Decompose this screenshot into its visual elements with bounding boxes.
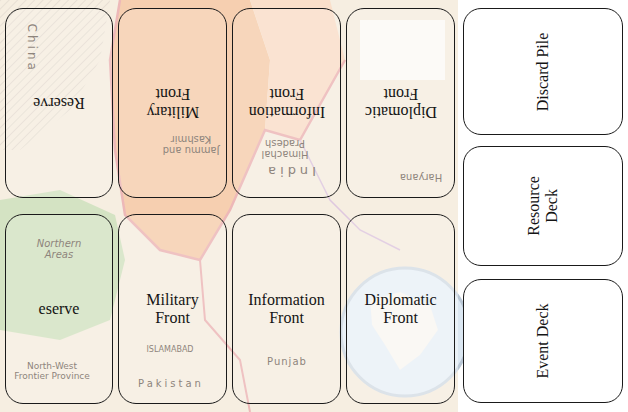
- card-slot: Event Deck: [463, 279, 623, 403]
- card-slot-label: Military Front: [128, 85, 218, 121]
- card-slot: eserve: [5, 214, 113, 404]
- card-slot-label: Diplomatic Front: [355, 85, 447, 121]
- fade-overlay: [0, 0, 458, 412]
- card-slot: Information Front: [232, 8, 341, 198]
- card-slot: Discard Pile: [463, 8, 623, 135]
- map-ground: [0, 0, 458, 412]
- card-slot-label: Information Front: [241, 85, 333, 121]
- card-slot: Reserve: [5, 8, 113, 198]
- card-slot: Military Front: [118, 8, 227, 198]
- card-slot: Resource Deck: [463, 146, 623, 266]
- card-slot-label: Diplomatic Front: [355, 291, 447, 327]
- card-slot: Information Front: [232, 214, 341, 404]
- card-slot-label: Military Front: [128, 291, 218, 327]
- card-slot-label: Discard Pile: [534, 24, 552, 120]
- card-slot-label: Event Deck: [534, 293, 552, 389]
- card-slot-label: Reserve: [14, 94, 104, 112]
- card-slot-label: Information Front: [241, 291, 333, 327]
- card-slot-label: eserve: [14, 300, 104, 318]
- card-slot: Military Front: [118, 214, 227, 404]
- card-slot-label: Resource Deck: [525, 158, 561, 254]
- card-slot: Diplomatic Front: [346, 8, 455, 198]
- card-slot: Diplomatic Front: [346, 214, 455, 404]
